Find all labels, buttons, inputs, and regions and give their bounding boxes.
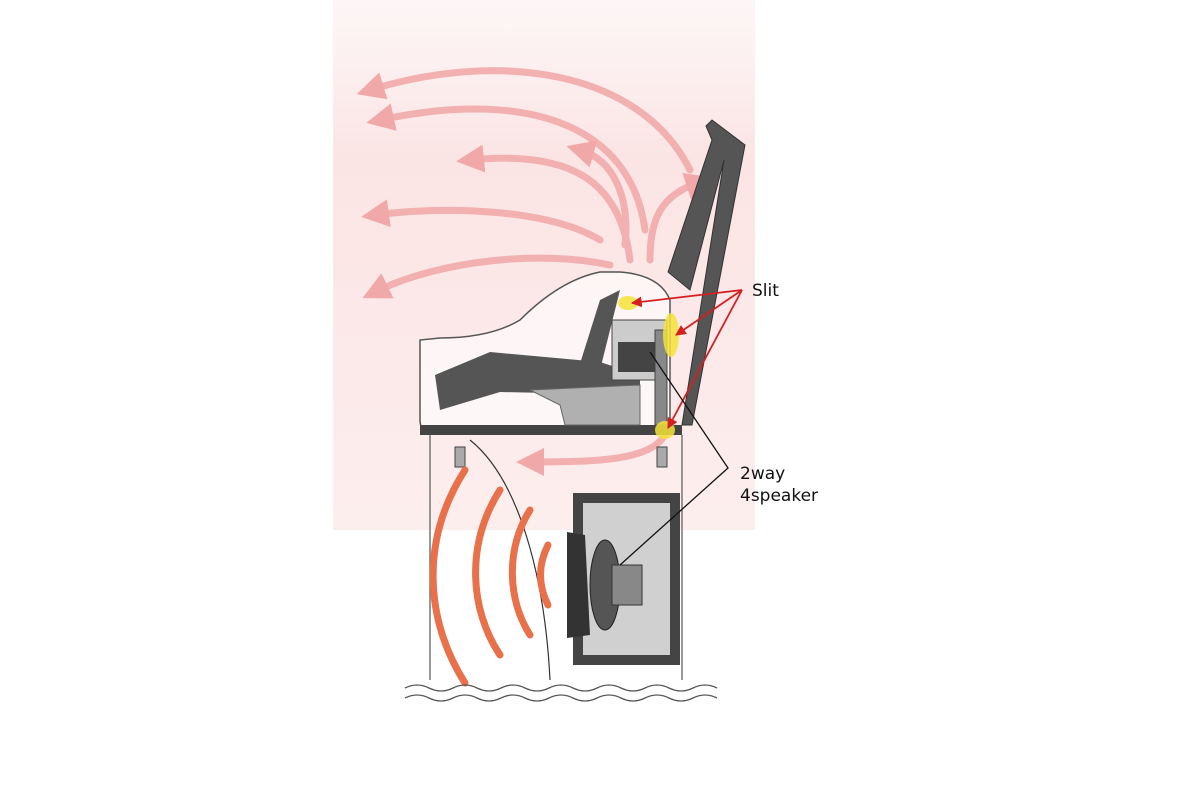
panel-curve bbox=[469, 439, 551, 681]
airflow-arrow bbox=[646, 173, 714, 264]
speaker-label-line2: 4speaker bbox=[740, 486, 819, 506]
slit-pointers bbox=[630, 289, 743, 429]
airflow-arrow bbox=[362, 254, 614, 299]
lid bbox=[667, 119, 746, 426]
airflow-arrow bbox=[566, 140, 630, 249]
piano-body bbox=[419, 119, 746, 681]
slit-label: Slit bbox=[752, 281, 779, 301]
bracket bbox=[656, 446, 668, 468]
floor-waves bbox=[404, 684, 718, 702]
sound-waves bbox=[429, 466, 552, 687]
action bbox=[528, 384, 641, 426]
key-bed bbox=[420, 425, 682, 435]
music-rest bbox=[578, 290, 620, 370]
airflow-arrow bbox=[516, 431, 669, 476]
bracket bbox=[454, 446, 466, 468]
slit-highlights bbox=[618, 296, 679, 439]
speaker-pointers bbox=[619, 351, 729, 566]
airflow-arrow bbox=[366, 103, 649, 234]
slit-bottom bbox=[655, 421, 675, 439]
speaker-label-line1: 2way bbox=[740, 464, 786, 484]
airflow-arrow bbox=[356, 67, 694, 174]
airflow-arrow bbox=[361, 199, 604, 244]
keys bbox=[435, 352, 640, 410]
woofer bbox=[567, 532, 590, 638]
airflow-arrows bbox=[356, 67, 714, 476]
slit-middle bbox=[663, 313, 679, 357]
